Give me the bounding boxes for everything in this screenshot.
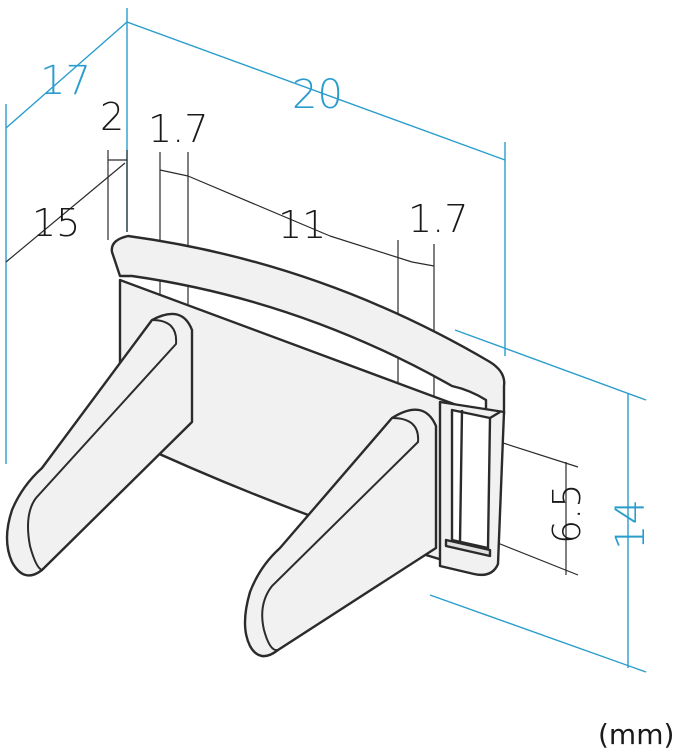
dimension-pin-spacing: 11 [278,203,326,247]
dimension-pin-thickness-right: 1.7 [408,197,468,241]
dimension-pin-height: 15 [32,201,80,245]
top-plate [110,234,506,416]
unit-label: (mm) [598,718,675,751]
dimension-depth: 17 [40,58,91,104]
dimension-slot-height: 6.5 [545,484,589,544]
dimension-pin-thickness-left: 1.7 [148,107,208,151]
slot-opening [450,408,492,550]
dimension-plate-thickness: 2 [100,95,124,139]
left-pin [5,312,194,577]
dimension-width: 20 [292,72,343,118]
slot-lower-edge [444,538,492,558]
dimension-total-height: 14 [608,499,654,550]
blue-dimension-lines [5,8,647,673]
